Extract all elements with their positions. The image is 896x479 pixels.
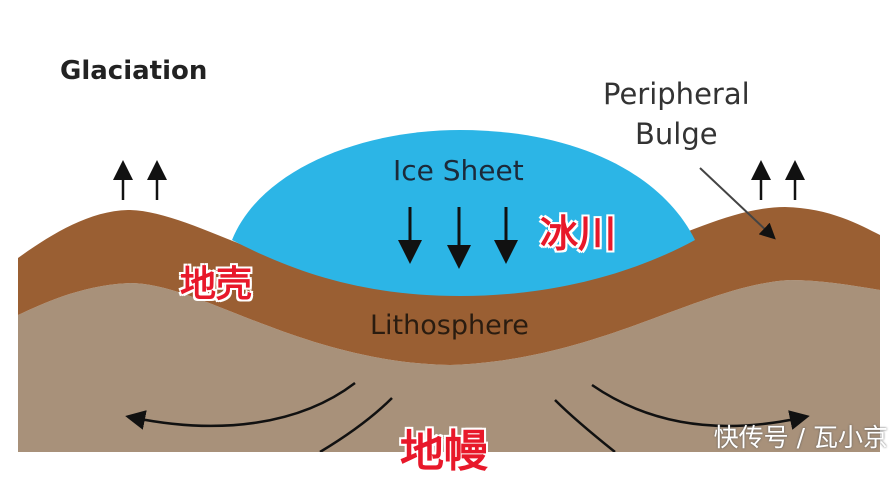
ice-sheet xyxy=(232,130,695,296)
ice-load-arrows xyxy=(398,207,518,269)
mantle-flow-arrows xyxy=(125,382,810,452)
mantle-cn-label: 地幔 xyxy=(400,426,488,477)
mantle xyxy=(18,280,880,452)
peripheral-bulge-label: Peripheral Bulge xyxy=(603,74,750,154)
uplift-arrows-right xyxy=(751,160,805,200)
lithosphere-label: Lithosphere xyxy=(370,310,529,341)
glacier-cn-label: 冰川 xyxy=(540,212,617,256)
watermark: 快传号 / 瓦小京 xyxy=(713,423,888,452)
uplift-arrows-left xyxy=(113,160,167,200)
crust-cn-label: 地壳 xyxy=(180,264,253,305)
bulge-pointer-arrow xyxy=(699,167,776,240)
peripheral-bulge-line1: Peripheral xyxy=(603,77,750,111)
peripheral-bulge-line2: Bulge xyxy=(635,117,718,151)
diagram-title: Glaciation xyxy=(60,56,208,86)
ice-sheet-label: Ice Sheet xyxy=(393,154,524,187)
glaciation-diagram xyxy=(18,130,880,452)
